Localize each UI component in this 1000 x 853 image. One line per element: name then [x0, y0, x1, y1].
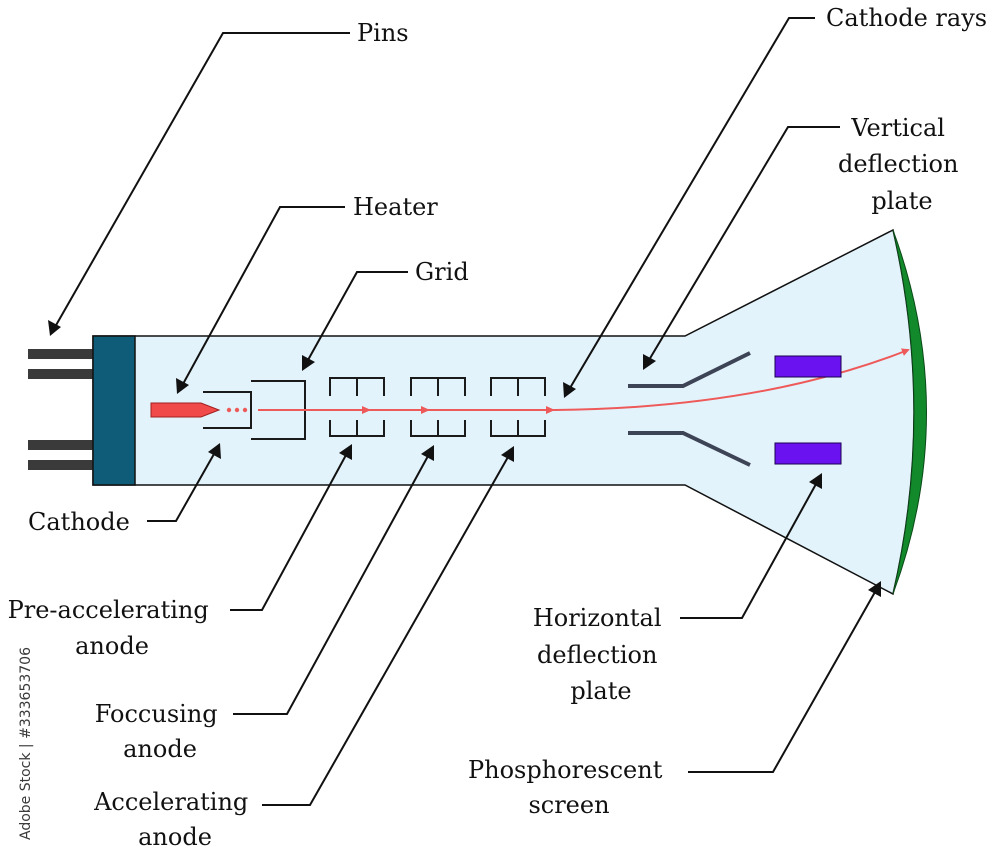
- arrowhead: [208, 443, 221, 459]
- label-line: plate: [871, 187, 932, 215]
- arrowhead: [563, 382, 576, 398]
- label-heater: Heater: [353, 193, 438, 221]
- cathode: [150, 402, 221, 418]
- accelerating-anode: [490, 377, 546, 437]
- horizontal-deflection-plate-bottom: [774, 442, 842, 465]
- leader-pre-accelerating: [230, 454, 347, 611]
- pin: [28, 349, 94, 359]
- leader-vertical-plate: [648, 126, 840, 361]
- label-cathode-rays: Cathode rays: [826, 4, 987, 32]
- pin: [28, 440, 94, 450]
- label-line: deflection: [838, 150, 958, 178]
- label-line: plate: [570, 677, 631, 705]
- leader-focusing: [233, 455, 429, 715]
- arrowhead: [339, 444, 352, 460]
- heater-cup: [203, 391, 252, 429]
- pins: [28, 349, 94, 470]
- arrowhead: [48, 320, 61, 336]
- label-line: screen: [528, 791, 609, 819]
- label-vertical-deflection-plate: Vertical deflection plate: [838, 114, 966, 215]
- pin: [28, 460, 94, 470]
- watermark: Adobe Stock | #333653706: [18, 647, 34, 840]
- leader-horizontal-plate: [680, 483, 817, 619]
- pre-accelerating-anode: [329, 377, 385, 437]
- heater-dot: [226, 407, 232, 413]
- leader-accelerating: [262, 456, 509, 806]
- label-line: Vertical: [850, 114, 945, 142]
- electron-beam: [258, 348, 910, 411]
- label-line: Foccusing: [95, 700, 218, 728]
- beam-arrow: [362, 406, 371, 414]
- label-horizontal-deflection-plate: Horizontal deflection plate: [533, 604, 669, 705]
- label-pins: Pins: [357, 19, 409, 47]
- label-line: anode: [75, 632, 149, 660]
- horizontal-deflection-plate-top: [774, 355, 842, 378]
- label-line: anode: [138, 823, 212, 851]
- leader-cathode-rays: [569, 17, 815, 389]
- vertical-deflection-plate-bottom: [628, 431, 751, 467]
- label-line: deflection: [537, 641, 657, 669]
- vertical-deflection-plate-top: [628, 351, 751, 388]
- heater-dots: [226, 407, 248, 413]
- beam-arrow: [421, 406, 430, 414]
- arrowhead: [302, 355, 315, 371]
- leader-cathode: [147, 453, 215, 522]
- leader-screen: [688, 591, 876, 773]
- pin: [28, 369, 94, 379]
- label-line: Pre-accelerating: [8, 596, 209, 624]
- arrowhead: [176, 378, 189, 394]
- arrowhead: [643, 354, 656, 370]
- label-pre-accelerating-anode: Pre-accelerating anode: [8, 596, 217, 660]
- arrowhead: [868, 581, 881, 597]
- label-grid: Grid: [415, 258, 469, 286]
- arrowhead: [421, 445, 434, 461]
- arrowhead: [501, 446, 514, 462]
- label-cathode: Cathode: [28, 508, 130, 536]
- heater-dot: [242, 407, 248, 413]
- leader-heater: [182, 206, 345, 385]
- label-phosphorescent-screen: Phosphorescent screen: [468, 756, 670, 819]
- arrowhead: [809, 473, 822, 489]
- label-line: Phosphorescent: [468, 756, 663, 784]
- heater-dot: [234, 407, 240, 413]
- label-accelerating-anode: Accelerating anode: [93, 788, 256, 851]
- label-line: Horizontal: [533, 604, 662, 632]
- leader-grid: [307, 271, 408, 361]
- tube-glass: [92, 228, 915, 596]
- label-line: Accelerating: [93, 788, 248, 816]
- focusing-anode: [410, 377, 466, 437]
- leader-pins: [54, 32, 350, 328]
- beam-arrow: [546, 406, 555, 414]
- phosphorescent-screen: [892, 229, 927, 595]
- leader-lines: [48, 17, 881, 806]
- label-focusing-anode: Foccusing anode: [95, 700, 226, 763]
- tube-base: [92, 335, 136, 486]
- label-line: anode: [123, 735, 197, 763]
